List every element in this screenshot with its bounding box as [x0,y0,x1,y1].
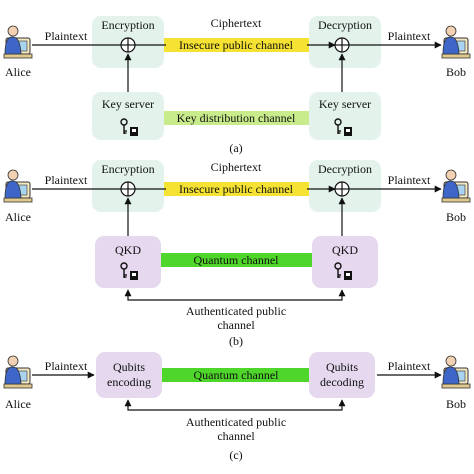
quantum-channel-bar-b [161,253,312,267]
caption-b: (b) [229,334,243,348]
panel-b: Insecure public channel Quantum channel … [3,160,471,348]
qkd-box-right-b [312,236,378,288]
qubits-decoding-label2-c: decoding [320,375,364,389]
quantum-channel-label-b: Quantum channel [194,253,280,267]
alice-label-a: Alice [5,65,31,79]
xor-symbol-decryption-b [334,181,350,197]
ciphertext-label-a: Ciphertext [211,16,262,30]
qkd-box-left-b [95,236,161,288]
panel-a: Insecure public channel Key distribution… [3,16,471,155]
alice-icon-b [3,169,33,203]
qubits-decoding-label1-c: Qubits [326,360,358,374]
authenticated-label2-b: channel [217,318,255,332]
key-server-label-right-a: Key server [319,97,371,111]
decryption-label-b: Decryption [318,162,372,176]
insecure-channel-bar-a [164,38,309,52]
insecure-channel-bar-b [164,182,309,196]
bob-label-a: Bob [446,65,466,79]
bob-icon-b [441,169,471,203]
caption-c: (c) [229,448,242,462]
key-server-box-left-a [92,92,164,140]
quantum-channel-bar-c [162,368,309,382]
plaintext-left-c: Plaintext [45,359,88,373]
bob-label-c: Bob [446,397,466,411]
plaintext-left-a: Plaintext [45,29,88,43]
decryption-label-a: Decryption [318,18,372,32]
qubits-encoding-label2-c: encoding [107,375,151,389]
key-distribution-channel-label-a: Key distribution channel [177,111,296,125]
key-distribution-channel-bar-a [164,111,309,125]
ciphertext-label-b: Ciphertext [211,160,262,174]
qkd-label-right-b: QKD [332,243,358,257]
authenticated-label1-b: Authenticated public [186,304,286,318]
xor-symbol-encryption-b [120,181,136,197]
plaintext-right-b: Plaintext [388,173,431,187]
authenticated-label1-c: Authenticated public [186,415,286,429]
encryption-label-b: Encryption [101,162,154,176]
bob-icon-c [441,355,471,389]
caption-a: (a) [229,141,242,155]
alice-label-c: Alice [5,397,31,411]
xor-symbol-encryption-a [120,37,136,53]
bob-label-b: Bob [446,210,466,224]
key-server-label-left-a: Key server [102,97,154,111]
panel-c: Quantum channel Plaintext Plaintext Qubi… [3,352,471,462]
plaintext-left-b: Plaintext [45,173,88,187]
authenticated-channel-line-c [124,399,346,411]
plaintext-right-c: Plaintext [388,359,431,373]
plaintext-right-a: Plaintext [388,29,431,43]
insecure-channel-label-a: Insecure public channel [179,38,294,52]
key-server-box-right-a [309,92,381,140]
alice-label-b: Alice [5,210,31,224]
quantum-channel-label-c: Quantum channel [194,368,280,382]
authenticated-label2-c: channel [217,429,255,443]
alice-icon-a [3,25,33,59]
qkd-label-left-b: QKD [115,243,141,257]
insecure-channel-label-b: Insecure public channel [179,182,294,196]
bob-icon-a [441,25,471,59]
alice-icon-c [3,355,33,389]
authenticated-channel-line-b [124,289,346,301]
qubits-encoding-box-c [96,352,162,398]
encryption-label-a: Encryption [101,18,154,32]
xor-symbol-decryption-a [334,37,350,53]
qubits-encoding-label1-c: Qubits [113,360,145,374]
qubits-decoding-box-c [309,352,375,398]
